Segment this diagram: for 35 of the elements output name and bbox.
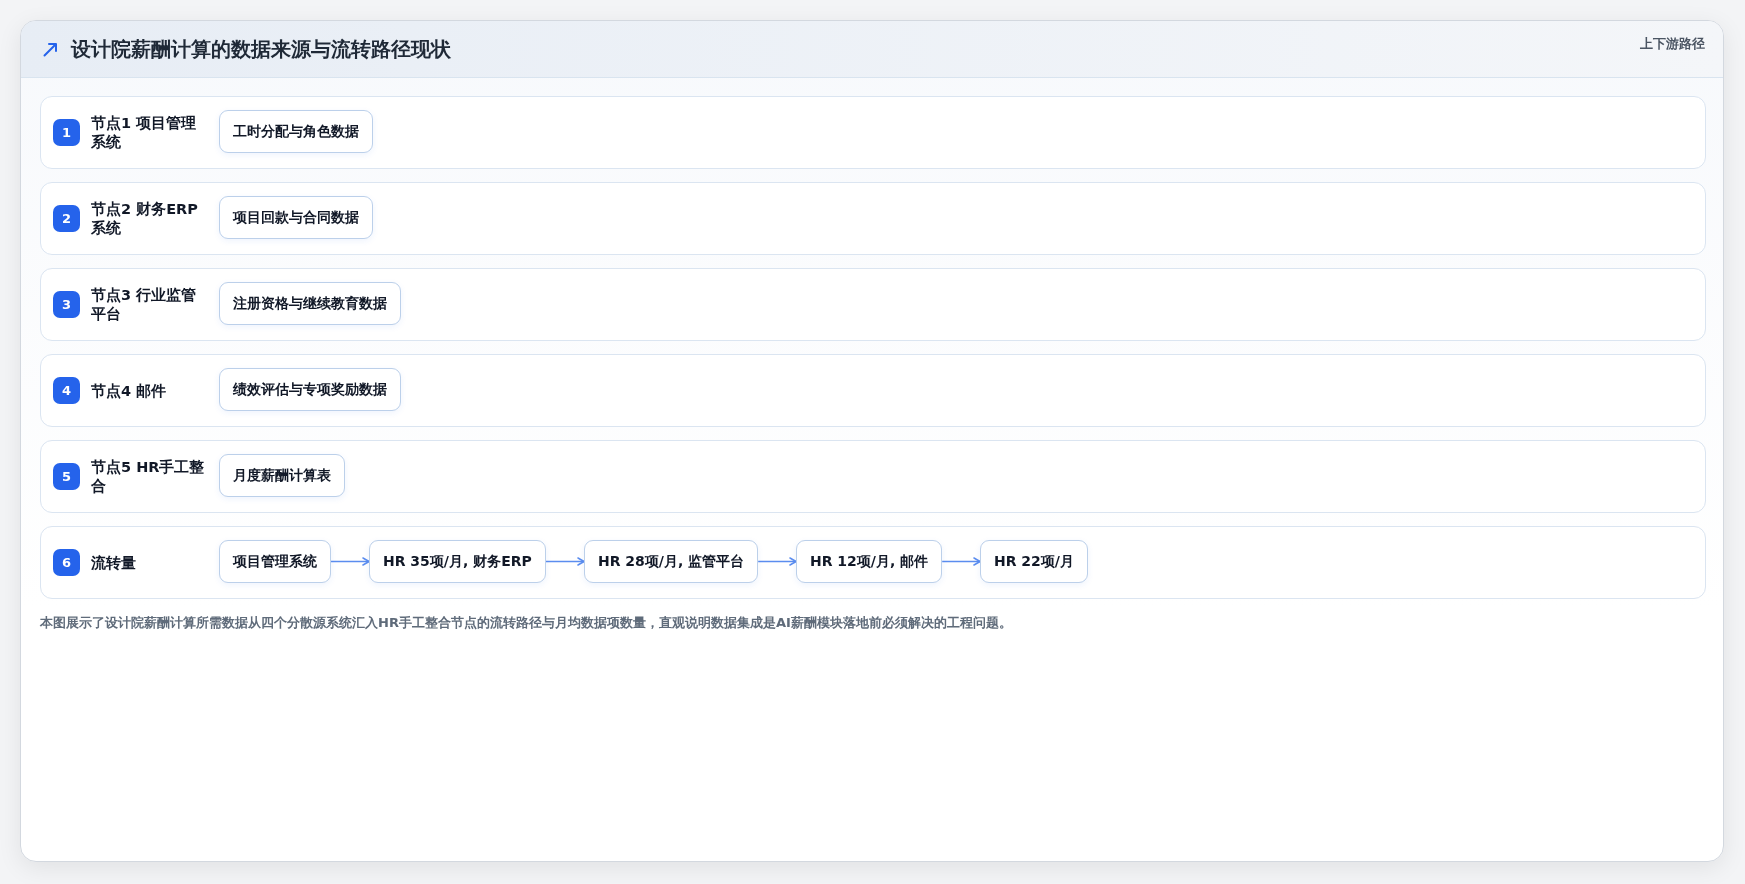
- data-tag: HR 28项/月, 监管平台: [584, 540, 759, 583]
- arrow: [330, 557, 370, 566]
- arrow: [545, 557, 585, 566]
- header-note: 上下游路径: [1640, 35, 1705, 53]
- node-label: 节点3 行业监管平台: [91, 285, 198, 324]
- number-badge: 5: [53, 463, 80, 490]
- row-panel: [40, 526, 1706, 599]
- title: 设计院薪酬计算的数据来源与流转路径现状: [71, 37, 451, 63]
- node-label: 流转量: [91, 553, 137, 572]
- node-label: 节点4 邮件: [91, 381, 168, 400]
- data-tag: HR 22项/月: [980, 540, 1088, 583]
- number-badge: 4: [53, 377, 80, 404]
- node-label: 节点5 HR手工整合: [91, 457, 205, 496]
- row-panel: [40, 96, 1706, 169]
- data-tag: 注册资格与继续教育数据: [219, 282, 401, 325]
- data-tag: HR 35项/月, 财务ERP: [369, 540, 546, 583]
- number-badge: 6: [53, 549, 80, 576]
- row-panel: [40, 440, 1706, 513]
- row-panel: [40, 354, 1706, 427]
- row-panel: [40, 268, 1706, 341]
- data-tag: 项目回款与合同数据: [219, 196, 373, 239]
- number-badge: 1: [53, 119, 80, 146]
- data-tag: HR 12项/月, 邮件: [796, 540, 943, 583]
- data-tag: 绩效评估与专项奖励数据: [219, 368, 401, 411]
- number-badge: 2: [53, 205, 80, 232]
- data-tag: 月度薪酬计算表: [219, 454, 345, 497]
- row-panel: [40, 182, 1706, 255]
- data-tag: 项目管理系统: [219, 540, 331, 583]
- node-label: 节点1 项目管理系统: [91, 113, 198, 152]
- arrow: [941, 557, 981, 566]
- number-badge: 3: [53, 291, 80, 318]
- data-tag: 工时分配与角色数据: [219, 110, 373, 153]
- arrow: [757, 557, 797, 566]
- node-label: 节点2 财务ERP系统: [91, 199, 199, 238]
- caption: 本图展示了设计院薪酬计算所需数据从四个分散源系统汇入HR手工整合节点的流转路径与月均数据项数量，直观说明数据集成是AI薪酬模块落地前必须解决的工程问题。: [40, 614, 1012, 632]
